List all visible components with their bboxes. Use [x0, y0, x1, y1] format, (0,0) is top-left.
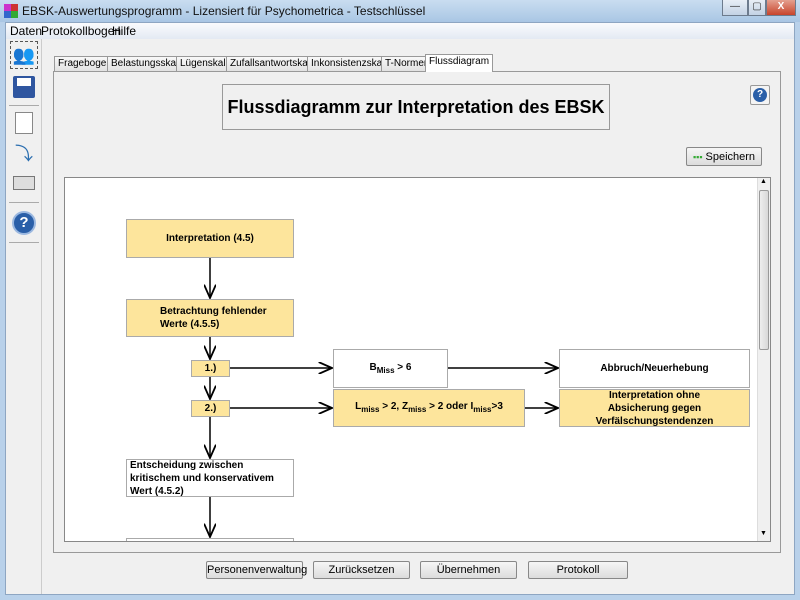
flow-interpretation: Interpretation (4.5)	[126, 219, 294, 258]
help-button[interactable]: ?	[750, 85, 770, 105]
personenverwaltung-button[interactable]: Personenverwaltung	[206, 561, 307, 579]
diagram-icon: ▪▪▪	[692, 151, 703, 162]
flowchart-canvas: Interpretation (4.5) Betrachtung fehlend…	[64, 177, 771, 542]
tab-flussdiagram[interactable]: Flussdiagram	[425, 54, 494, 72]
flow-interpretation-ohne: Interpretation ohne Absicherung gegen Ve…	[559, 389, 750, 427]
lmiss-var: L	[355, 401, 362, 412]
help-icon: ?	[753, 88, 767, 102]
minimize-button[interactable]: —	[722, 0, 748, 16]
lmiss-text: > 2, Z	[379, 401, 409, 412]
print-icon[interactable]	[10, 169, 38, 197]
report-icon[interactable]	[10, 109, 38, 137]
close-button[interactable]: X	[766, 0, 796, 16]
flow-entscheidung: Entscheidung zwischen kritischem und kon…	[126, 459, 294, 497]
imiss-sub: miss	[473, 405, 492, 414]
help-icon[interactable]: ?	[10, 209, 38, 237]
menu-hilfe[interactable]: Hilfe	[112, 24, 137, 38]
import-icon[interactable]: ⤵	[15, 144, 33, 164]
lmiss-sub: miss	[361, 405, 380, 414]
flow-next-box	[126, 538, 294, 541]
flow-lmiss: Lmiss > 2, Zmiss > 2 oder Imiss>3	[333, 389, 525, 427]
bmiss-var: B	[369, 361, 377, 373]
flow-bmiss: BMiss > 6	[333, 349, 448, 388]
zuruecksetzen-button[interactable]: Zurücksetzen	[313, 561, 410, 579]
toolbar: 👥 ⤵ ?	[6, 39, 42, 594]
title-bar: EBSK-Auswertungsprogramm - Lizensiert fü…	[0, 0, 800, 22]
menu-daten[interactable]: Daten	[10, 24, 43, 38]
zmiss-sub: miss	[408, 405, 427, 414]
menu-bar: Daten Protokollbogen Hilfe	[6, 23, 794, 39]
bmiss-sub: Miss	[376, 365, 395, 375]
toolbar-separator	[9, 105, 39, 106]
toolbar-separator	[9, 242, 39, 243]
speichern-label: Speichern	[705, 150, 756, 163]
menu-protokollbogen[interactable]: Protokollbogen	[41, 24, 122, 38]
bmiss-cond: > 6	[394, 361, 412, 373]
persons-icon[interactable]: 👥	[10, 41, 38, 69]
uebernehmen-button[interactable]: Übernehmen	[420, 561, 517, 579]
save-icon[interactable]	[10, 73, 38, 101]
maximize-button[interactable]: ▢	[748, 0, 766, 16]
window-title: EBSK-Auswertungsprogramm - Lizensiert fü…	[22, 4, 426, 18]
flow-betrachtung: Betrachtung fehlender Werte (4.5.5)	[126, 299, 294, 337]
tab-panel: Flussdiagramm zur Interpretation des EBS…	[53, 71, 781, 553]
lmiss-text: >3	[491, 401, 503, 412]
flow-step-1: 1.)	[191, 360, 230, 377]
scroll-up-icon[interactable]: ▲	[760, 178, 767, 185]
vertical-scrollbar[interactable]: ▲ ▼	[757, 178, 770, 541]
scroll-thumb[interactable]	[759, 190, 769, 350]
scroll-down-icon[interactable]: ▼	[760, 530, 767, 537]
page-title: Flussdiagramm zur Interpretation des EBS…	[222, 84, 610, 130]
main-window: Daten Protokollbogen Hilfe 👥 ⤵ ? Fragebo…	[5, 22, 795, 595]
flow-arrows	[65, 258, 765, 542]
flow-step-2: 2.)	[191, 400, 230, 417]
tab-zufallsantwortskala[interactable]: Zufallsantwortskala	[226, 56, 320, 71]
app-icon	[4, 4, 18, 18]
toolbar-separator	[9, 202, 39, 203]
speichern-button[interactable]: ▪▪▪Speichern	[686, 147, 762, 166]
flow-abbruch: Abbruch/Neuerhebung	[559, 349, 750, 388]
protokoll-button[interactable]: Protokoll	[528, 561, 628, 579]
lmiss-text: > 2 oder I	[426, 401, 474, 412]
